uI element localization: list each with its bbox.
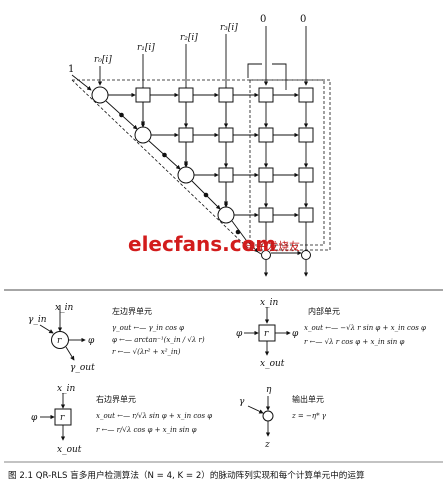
input-label-4: 0 [260, 14, 266, 25]
input-label-5: 0 [300, 14, 306, 25]
internal-cell-r2c5 [298, 167, 314, 183]
right-section-dashed [249, 79, 325, 246]
internal-cell-r1c5 [298, 127, 314, 143]
output-cell-0 [261, 250, 271, 260]
cell-symbol-r: r [60, 413, 65, 423]
gamma-input-label: 1 [68, 64, 74, 75]
internal-cell-r0c3 [218, 87, 234, 103]
label-phi-in: φ [236, 329, 243, 339]
legend-title-right-boundary: 右边界单元 [96, 394, 136, 404]
legend-title-output: 输出单元 [292, 394, 324, 404]
input-label-2: r₂[i] [180, 33, 198, 43]
watermark-cn: 电子发烧友 [245, 239, 300, 253]
label-gamma: γ [239, 397, 245, 407]
label-z: z [264, 440, 270, 450]
internal-cell-r0c1 [135, 87, 151, 103]
gamma-input-arrow [71, 74, 92, 91]
internal-cell-r0c5 [298, 87, 314, 103]
equation-z: z = −η* γ [291, 412, 327, 420]
output-cell-circle [262, 410, 274, 422]
legend-title-left-boundary: 左边界单元 [112, 306, 152, 316]
delay-dot-3 [235, 229, 241, 235]
boundary-cell-r3 [217, 206, 235, 224]
internal-cell-r0c2 [178, 87, 194, 103]
internal-cell-r3c4 [258, 207, 274, 223]
input-label-0: r₀[i] [94, 55, 112, 65]
delay-dot-2 [203, 192, 209, 198]
internal-cell-r0c4 [258, 87, 274, 103]
arrow-gamma-in [247, 405, 264, 414]
equation-x-out: x_out ←— −√λ r sin φ + x_in cos φ [304, 324, 426, 332]
equation-phi: φ ←— arctan⁻¹(x_in / √λ r) [112, 336, 205, 344]
feedback-loop-b [247, 63, 262, 78]
label-x-in: x_in [57, 384, 75, 394]
skew-diagonal-dashed [71, 79, 251, 251]
label-phi-out: φ [88, 336, 95, 346]
label-gamma-out: γ_out [70, 363, 95, 373]
boundary-cell-circle [51, 331, 69, 349]
internal-cell-r2c4 [258, 167, 274, 183]
legend-internal-cell: x_in φ r φ x_out 内部单元 x_out ←— −√λ r sin… [236, 298, 426, 369]
cell-symbol-r: r [57, 336, 62, 346]
legend-output-cell: η γ z 输出单元 z = −η* γ [239, 385, 327, 450]
internal-cell-r1c2 [178, 127, 194, 143]
arrow-gamma-out [65, 346, 75, 361]
legend-title-internal: 内部单元 [308, 306, 340, 316]
internal-cell-r2c3 [218, 167, 234, 183]
equation-r: r ←— √λ r cos φ + x_in sin φ [304, 338, 405, 346]
skew-boundary-dashed [72, 79, 331, 251]
arrow-gamma-in [39, 324, 54, 334]
input-label-3: r₃[i] [220, 23, 238, 33]
figure-caption: 图 2.1 QR-RLS 盲多用户检测算法（N = 4, K = 2）的脉动阵列… [8, 469, 365, 481]
equation-r: r ←— √(λr² + x²_in) [112, 348, 181, 356]
boundary-cell-r2 [177, 166, 195, 184]
equation-x-out: x_out ←— r/√λ sin φ + x_in cos φ [96, 412, 212, 420]
label-x-out: x_out [260, 359, 285, 369]
internal-cell-r1c3 [218, 127, 234, 143]
delay-dot-1 [162, 152, 167, 158]
gamma-to-output [245, 239, 259, 253]
boundary-cell-r0 [91, 86, 109, 104]
label-x-in: x_in [55, 303, 73, 313]
equation-r: r ←— r/√λ cos φ + x_in sin φ [96, 426, 197, 434]
equation-gamma-out: γ_out ←— γ_in cos φ [112, 324, 184, 332]
label-phi-out: φ [292, 329, 299, 339]
boundary-cell-r1 [134, 126, 152, 144]
legend-left-boundary-cell: x_in γ_in r φ γ_out 左边界单元 γ_out ←— γ_in … [28, 303, 205, 373]
label-x-in: x_in [260, 298, 278, 308]
label-x-out: x_out [57, 445, 82, 455]
watermark-site: elecfans.com [128, 232, 276, 256]
internal-cell-r1c4 [258, 127, 274, 143]
gamma-feed-0 [257, 251, 262, 255]
legend-right-boundary-cell: x_in φ r x_out 右边界单元 x_out ←— r/√λ sin φ… [31, 384, 212, 455]
label-gamma-in: γ_in [28, 315, 47, 325]
label-eta: η [266, 385, 272, 395]
output-cell-1 [301, 250, 311, 260]
internal-cell-r3c5 [298, 207, 314, 223]
systolic-array: r₀[i] r₁[i] r₂[i] r₃[i] 0 0 1 [68, 14, 331, 277]
input-label-1: r₁[i] [137, 43, 155, 53]
cell-symbol-r: r [264, 329, 269, 339]
feedback-loop-a [272, 63, 287, 90]
delay-dot-0 [119, 112, 124, 118]
label-phi-in: φ [31, 413, 38, 423]
